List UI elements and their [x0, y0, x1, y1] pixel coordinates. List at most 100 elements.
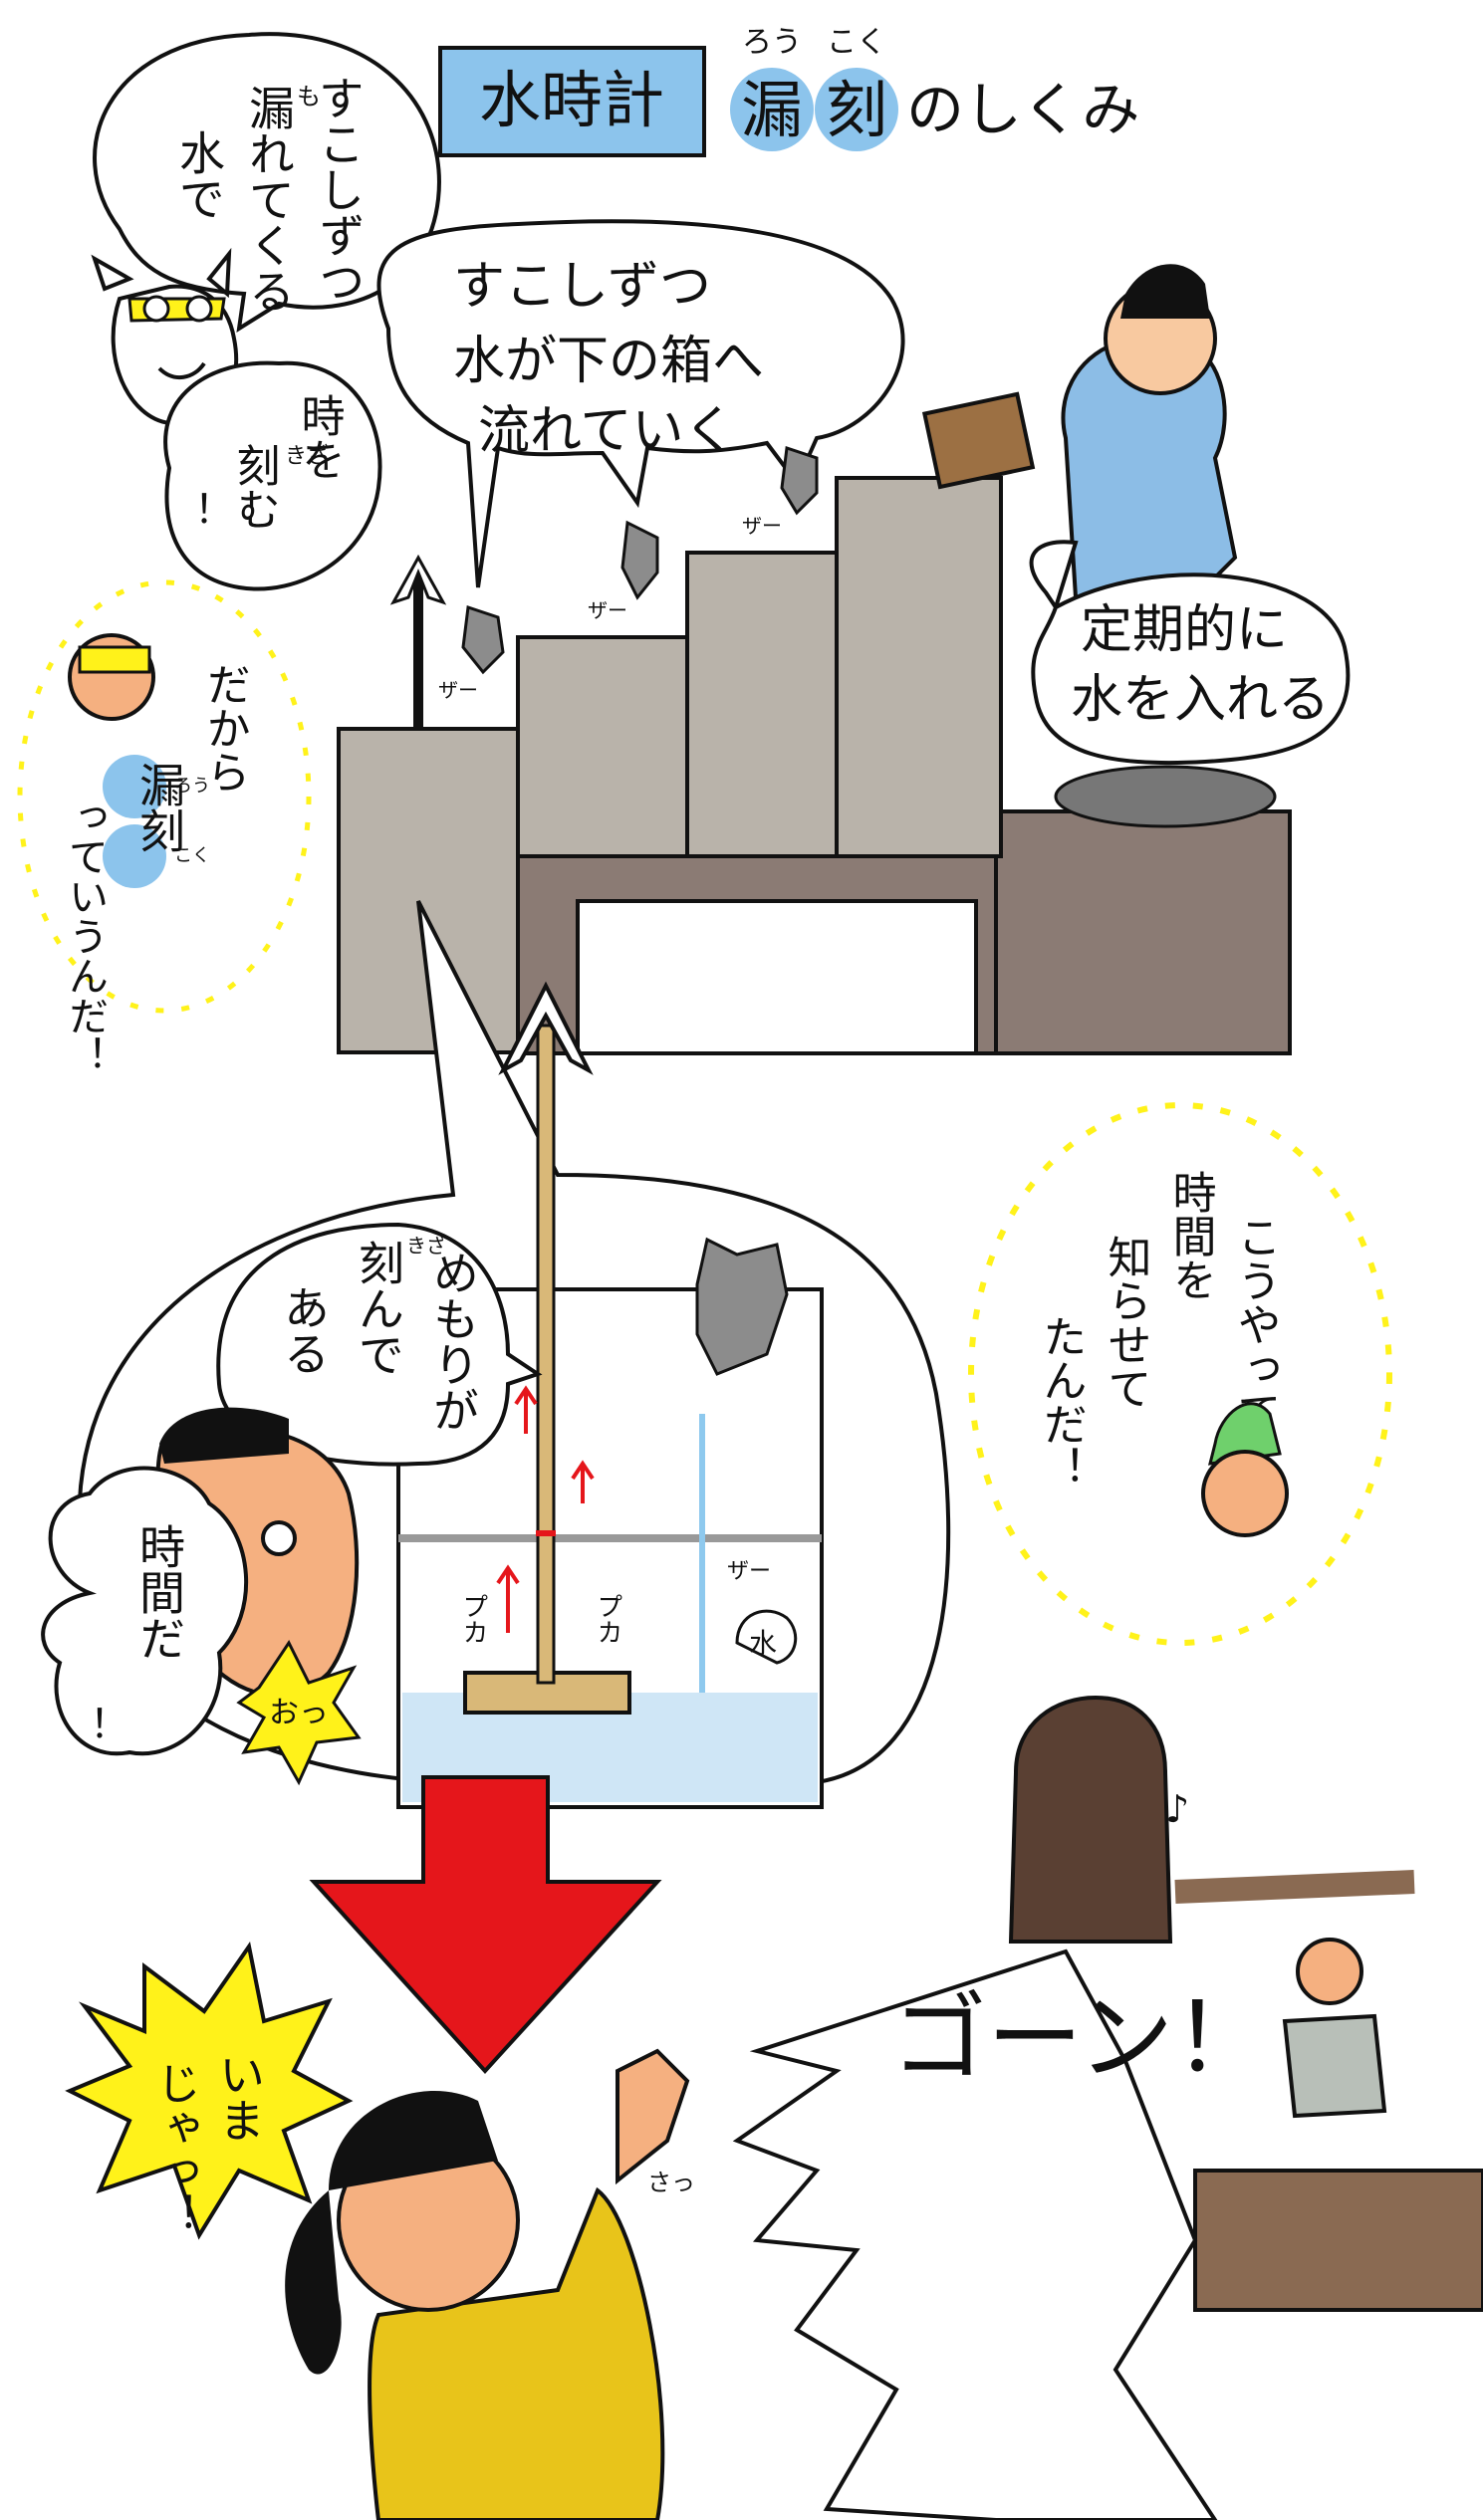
watcher-hair	[159, 1407, 289, 1464]
tank-3	[835, 476, 1003, 858]
operator-blue-robe	[921, 264, 1277, 828]
bubble-announce-line-1: こうやって	[1230, 1215, 1281, 1434]
water-clock-apparatus: ザー ザー ザー	[337, 445, 1292, 1055]
sfx-water-label: 水	[749, 1627, 777, 1660]
bubble-time-marking-exclaim: ！	[194, 487, 234, 533]
bubble-top-left-ruby: も	[297, 83, 321, 111]
bubble-time-marking-ruby: きざ	[285, 443, 329, 469]
dragon-spout-4	[695, 1237, 789, 1376]
down-arrow	[309, 1775, 662, 2074]
bubble-flow-line-1: すこしずつ	[453, 257, 711, 317]
title-ruby-2: こく	[827, 25, 886, 60]
burst-now-line-1: いま	[212, 2051, 266, 2143]
sfx-flow-2: ザー	[588, 598, 627, 622]
sfx-flow-3: ザー	[742, 514, 782, 538]
title-circle-1	[730, 68, 814, 151]
official-yellow-robe: さっ	[285, 2048, 695, 2520]
bubble-name-reason-line-3: っていうんだ！	[62, 797, 108, 1075]
watcher-face: おっ	[155, 1407, 362, 1786]
bubble-refill-line-2: 水を入れる	[1071, 670, 1330, 730]
bubble-top-left-line-3: 水で	[172, 129, 226, 221]
operator-base	[1054, 765, 1277, 828]
reason-circle-2	[103, 824, 166, 888]
float-block	[463, 1671, 631, 1715]
reason-ruby-1: ろう	[174, 776, 210, 797]
surprise-burst	[236, 1640, 362, 1786]
mask-eye-right	[185, 295, 213, 323]
bubble-its-time: 時間だ ！	[41, 1466, 249, 1756]
bubble-gauge: めもりが 刻んで ある きざ	[216, 1222, 543, 1467]
bubble-time-marking: 時を 刻む ！ きざ	[163, 360, 382, 591]
roof-eave	[1193, 2169, 1483, 2312]
sfx-float-1: プカ	[458, 1593, 488, 1645]
official-ponytail	[285, 2190, 342, 2375]
bubble-gauge-ruby: きざ	[406, 1234, 446, 1258]
bubble-gauge-line-3: ある	[277, 1284, 331, 1376]
bubble-refill-line-1: 定期的に	[1081, 600, 1288, 660]
bubble-its-time-exclaim: ！	[90, 1702, 129, 1747]
reason-ruby-2: こく	[174, 845, 210, 866]
title-ruby-1: ろう	[742, 25, 802, 60]
burst-now-line-2: じゃっ！	[149, 2061, 200, 2236]
tank-1	[516, 635, 689, 858]
stand-right	[994, 809, 1292, 1055]
bubble-flow-line-3: 流れていく	[478, 401, 735, 461]
sfx-boom: ゴーン！	[891, 1982, 1269, 2094]
bubble-flow-line-2: 水が下の箱へ	[453, 332, 764, 391]
bubble-its-time-line-1: 時間だ	[132, 1523, 186, 1661]
bubble-flow: すこしずつ 水が下の箱へ 流れていく	[376, 219, 905, 588]
rise-arrow-3	[496, 1564, 520, 1633]
bubble-top-left-line-2: 漏れてくる	[242, 85, 296, 314]
tank-2	[685, 551, 839, 858]
title-main: 水時計	[479, 64, 664, 136]
title-suffix: のしくみ	[906, 76, 1139, 143]
sfx-flow-4: ザー	[727, 1559, 771, 1584]
bell-sparkle: ♪	[1165, 1787, 1189, 1831]
rise-arrow-2	[571, 1460, 595, 1503]
green-hat	[1208, 1402, 1282, 1466]
temple-bell: ♪	[1008, 1695, 1415, 1944]
bell-striker	[1174, 1870, 1415, 1904]
sfx-oh: おっ	[269, 1696, 329, 1730]
water-label-bubble	[735, 1609, 798, 1665]
bubble-gauge-line-2: 刻んで	[352, 1240, 405, 1377]
burst-now: いま じゃっ！	[65, 1941, 354, 2240]
title-box	[438, 46, 706, 157]
stand-opening	[576, 899, 978, 1055]
dragon-spout-3	[780, 445, 819, 516]
sfx-float-2: プカ	[593, 1593, 622, 1645]
official-hat	[329, 2091, 498, 2190]
bell-ringer	[1282, 1938, 1387, 2119]
title-word-2: 刻	[826, 74, 887, 146]
bubble-announce-line-2: 時間を	[1165, 1170, 1216, 1301]
sfx-swish: さっ	[647, 2169, 695, 2196]
sfx-flow-1: ザー	[438, 678, 478, 702]
dragon-spout-1	[461, 604, 505, 675]
dragon-spout-2	[620, 520, 659, 600]
watcher-eye	[261, 1520, 297, 1556]
bubble-announce-line-4: たんだ！	[1036, 1314, 1087, 1489]
bubble-announce: こうやって 時間を 知らせて たんだ！	[968, 1102, 1392, 1646]
bell-boom-sound: ゴーン！	[732, 1948, 1269, 2520]
announce-character	[1201, 1450, 1289, 1537]
bubble-top-left-line-1: すこしずつ	[312, 75, 366, 304]
arrow-indicator-head	[389, 554, 447, 605]
title-banner: 水時計 漏 刻 ろう こく のしくみ	[438, 25, 1139, 157]
bubble-time-marking-line-1: 時を	[294, 393, 345, 481]
bubble-name-reason: だから 漏刻 っていうんだ！ ろう こく	[17, 579, 312, 1075]
bubble-name-reason-line-2: 漏刻	[132, 762, 186, 853]
graduated-rod	[536, 1024, 556, 1685]
gauge-arrow-head	[498, 981, 594, 1075]
title-word-1: 漏	[741, 74, 803, 146]
water-bucket	[921, 391, 1036, 490]
bubble-time-marking-line-2: 刻む	[229, 443, 280, 531]
bubble-announce-line-3: 知らせて	[1101, 1235, 1151, 1410]
bubble-refill: 定期的に 水を入れる	[1029, 540, 1351, 766]
official-hand	[616, 2048, 690, 2185]
rise-arrow-1	[514, 1385, 538, 1434]
bubble-name-reason-line-1: だから	[199, 662, 250, 794]
operator-hat	[1120, 264, 1210, 319]
mask-eye-left	[142, 295, 170, 323]
reason-circle-1	[103, 755, 166, 818]
